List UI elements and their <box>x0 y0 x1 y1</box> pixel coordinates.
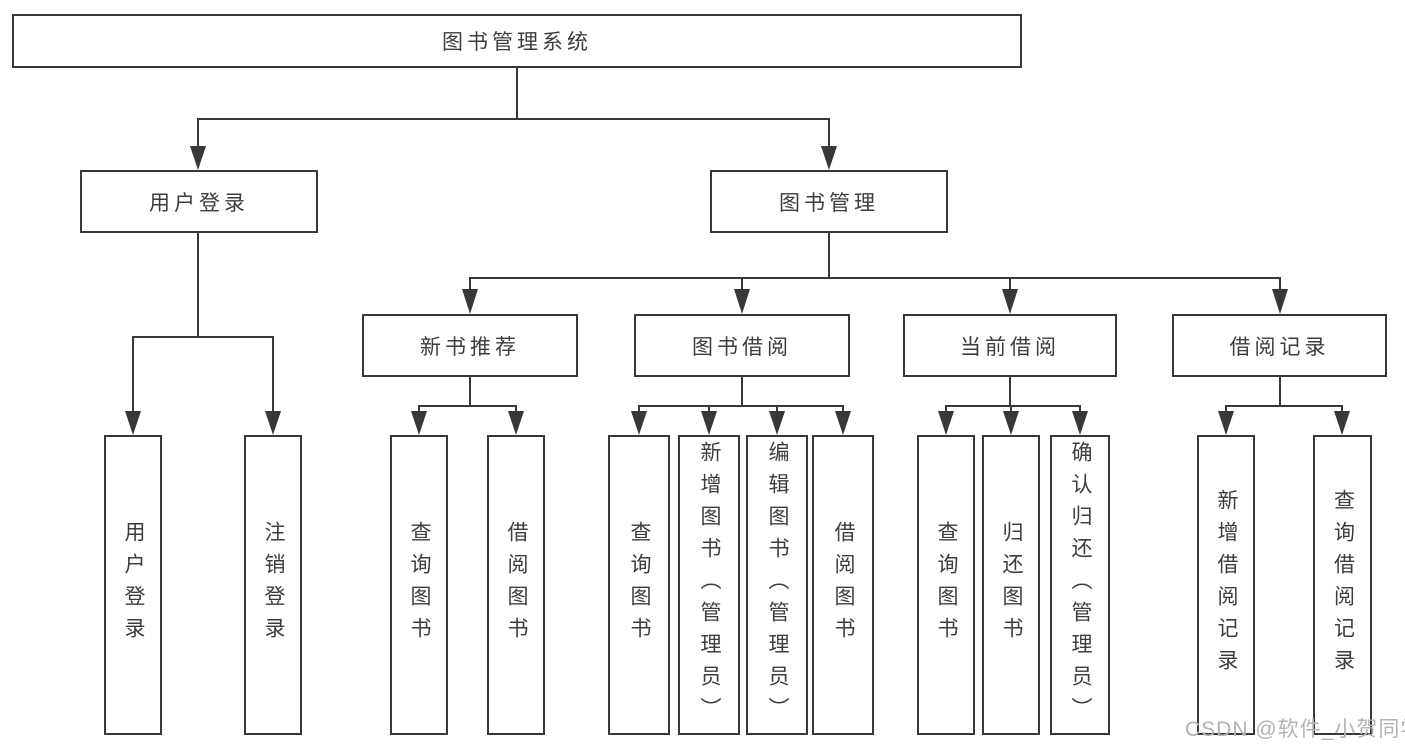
node-borrowing-add-books-label: 新增图书（管理员） <box>698 441 721 729</box>
node-user-login-leaf: 用户登录 <box>104 435 162 735</box>
node-current-confirm-return-label: 确认归还（管理员） <box>1069 441 1092 729</box>
node-book-borrowing-label: 图书借阅 <box>692 335 792 359</box>
node-recommend-borrow-books: 借阅图书 <box>487 435 545 735</box>
node-book-management-label: 图书管理 <box>779 191 879 215</box>
node-logout: 注销登录 <box>244 435 302 735</box>
node-borrowing-query-books-label: 查询图书 <box>628 521 651 649</box>
node-borrowing-borrow-books-label: 借阅图书 <box>832 521 855 649</box>
node-records-query-record: 查询借阅记录 <box>1313 435 1372 735</box>
node-user-login-label: 用户登录 <box>149 191 249 215</box>
node-records-query-record-label: 查询借阅记录 <box>1331 489 1355 681</box>
node-borrowing-query-books: 查询图书 <box>608 435 670 735</box>
connector-new-book-recommend <box>411 377 524 435</box>
node-current-query-books-label: 查询图书 <box>935 521 958 649</box>
connector-borrowing-records <box>1218 377 1350 435</box>
connector-book-borrowing <box>631 377 851 435</box>
node-borrowing-add-books: 新增图书（管理员） <box>678 435 740 735</box>
node-borrowing-edit-books: 编辑图书（管理员） <box>746 435 808 735</box>
connector-root <box>190 68 837 170</box>
node-root: 图书管理系统 <box>12 14 1022 68</box>
watermark: CSDN @软件_小贺同学 <box>1185 718 1405 741</box>
node-current-query-books: 查询图书 <box>917 435 975 735</box>
connector-user-login <box>125 233 281 435</box>
connector-current-borrowing <box>938 377 1088 435</box>
node-records-add-record-label: 新增借阅记录 <box>1215 489 1238 681</box>
node-book-management: 图书管理 <box>710 170 948 233</box>
node-user-login: 用户登录 <box>80 170 318 233</box>
node-book-borrowing: 图书借阅 <box>634 314 850 377</box>
node-user-login-leaf-label: 用户登录 <box>122 521 145 649</box>
node-recommend-query-books: 查询图书 <box>390 435 448 735</box>
node-logout-label: 注销登录 <box>262 521 285 649</box>
node-recommend-borrow-books-label: 借阅图书 <box>505 521 528 649</box>
node-current-return-books-label: 归还图书 <box>1000 521 1023 649</box>
node-new-book-recommend-label: 新书推荐 <box>420 335 520 359</box>
node-recommend-query-books-label: 查询图书 <box>408 521 431 649</box>
node-borrowing-records-label: 借阅记录 <box>1229 335 1330 359</box>
node-current-confirm-return: 确认归还（管理员） <box>1050 435 1110 735</box>
connector-book-management <box>462 233 1288 314</box>
node-borrowing-edit-books-label: 编辑图书（管理员） <box>766 441 789 729</box>
node-new-book-recommend: 新书推荐 <box>362 314 578 377</box>
node-current-return-books: 归还图书 <box>982 435 1040 735</box>
node-root-label: 图书管理系统 <box>442 31 592 54</box>
node-current-borrowing: 当前借阅 <box>903 314 1117 377</box>
node-current-borrowing-label: 当前借阅 <box>960 335 1060 359</box>
node-borrowing-records: 借阅记录 <box>1172 314 1387 377</box>
node-borrowing-borrow-books: 借阅图书 <box>812 435 874 735</box>
node-records-add-record: 新增借阅记录 <box>1197 435 1255 735</box>
